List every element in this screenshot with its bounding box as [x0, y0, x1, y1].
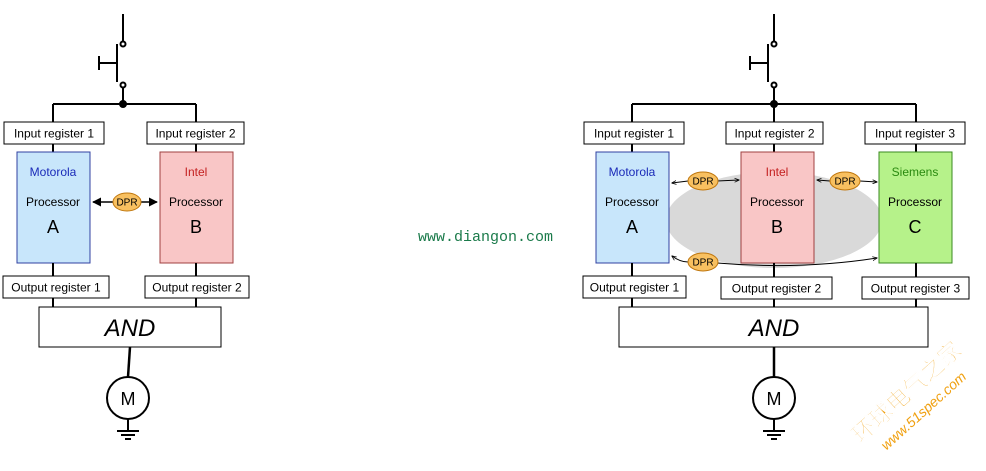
left-push-switch	[52, 14, 197, 122]
left-input-register-2: Input register 2	[146, 121, 245, 145]
svg-text:Input register 1: Input register 1	[14, 127, 94, 141]
svg-text:Input register 3: Input register 3	[875, 127, 955, 141]
right-processor-b: Intel Processor B	[740, 151, 815, 264]
svg-text:Output register 2: Output register 2	[732, 282, 822, 296]
svg-text:M: M	[767, 389, 782, 409]
svg-text:B: B	[190, 217, 202, 237]
right-dpr-link-ac: DPR	[672, 252, 877, 272]
site-logo: 环球电气之家 www.51spec.com	[846, 336, 969, 453]
svg-text:DPR: DPR	[834, 177, 855, 188]
left-motor: M	[106, 376, 150, 420]
watermark-site: www.diangon.com	[418, 229, 553, 246]
right-push-switch	[631, 14, 917, 122]
right-diagram: Input register 1 Input register 2 Input …	[582, 14, 970, 440]
svg-text:Output register 2: Output register 2	[152, 281, 242, 295]
svg-text:Input register 1: Input register 1	[594, 127, 674, 141]
left-ground-icon	[117, 419, 139, 440]
left-processor-a: Motorola Processor A	[16, 151, 91, 264]
right-ground-icon	[763, 419, 785, 440]
right-motor: M	[752, 376, 796, 420]
right-and-gate: AND	[618, 306, 929, 348]
right-input-register-3: Input register 3	[864, 121, 966, 145]
left-and-gate: AND	[38, 306, 222, 348]
svg-text:Output register 1: Output register 1	[11, 281, 101, 295]
svg-text:DPR: DPR	[692, 177, 713, 188]
svg-text:A: A	[47, 217, 59, 237]
right-dpr-link-ab: DPR	[672, 171, 739, 191]
left-dpr-link: DPR	[92, 192, 158, 212]
svg-text:DPR: DPR	[692, 258, 713, 269]
right-input-register-1: Input register 1	[583, 121, 685, 145]
svg-text:Processor: Processor	[750, 195, 804, 209]
svg-text:Intel: Intel	[766, 165, 789, 179]
svg-text:Processor: Processor	[26, 195, 80, 209]
svg-text:M: M	[121, 389, 136, 409]
svg-text:A: A	[626, 217, 638, 237]
svg-text:Input register 2: Input register 2	[734, 127, 814, 141]
svg-text:Processor: Processor	[169, 195, 223, 209]
left-output-register-1: Output register 1	[2, 275, 110, 299]
right-output-register-3: Output register 3	[861, 276, 970, 300]
svg-text:DPR: DPR	[116, 198, 137, 209]
svg-text:B: B	[771, 217, 783, 237]
svg-text:Output register 1: Output register 1	[590, 281, 680, 295]
svg-text:Input register 2: Input register 2	[155, 127, 235, 141]
left-diagram: Input register 1 Input register 2 Motoro…	[2, 14, 250, 440]
left-output-register-2: Output register 2	[144, 275, 250, 299]
left-processor-b: Intel Processor B	[159, 151, 234, 264]
svg-text:Output register 3: Output register 3	[871, 282, 961, 296]
right-dpr-link-bc: DPR	[817, 171, 877, 191]
svg-text:Intel: Intel	[185, 165, 208, 179]
svg-text:AND: AND	[747, 315, 800, 342]
svg-text:AND: AND	[103, 315, 156, 342]
svg-text:Processor: Processor	[888, 195, 942, 209]
svg-text:Motorola: Motorola	[609, 165, 656, 179]
svg-text:C: C	[909, 217, 922, 237]
right-input-register-2: Input register 2	[725, 121, 824, 145]
right-output-register-1: Output register 1	[582, 275, 687, 299]
svg-text:Processor: Processor	[605, 195, 659, 209]
right-processor-a: Motorola Processor A	[595, 151, 670, 264]
right-output-register-2: Output register 2	[720, 276, 833, 300]
left-input-register-1: Input register 1	[3, 121, 105, 145]
svg-text:Motorola: Motorola	[30, 165, 77, 179]
svg-text:Siemens: Siemens	[892, 165, 939, 179]
right-processor-c: Siemens Processor C	[878, 151, 953, 264]
